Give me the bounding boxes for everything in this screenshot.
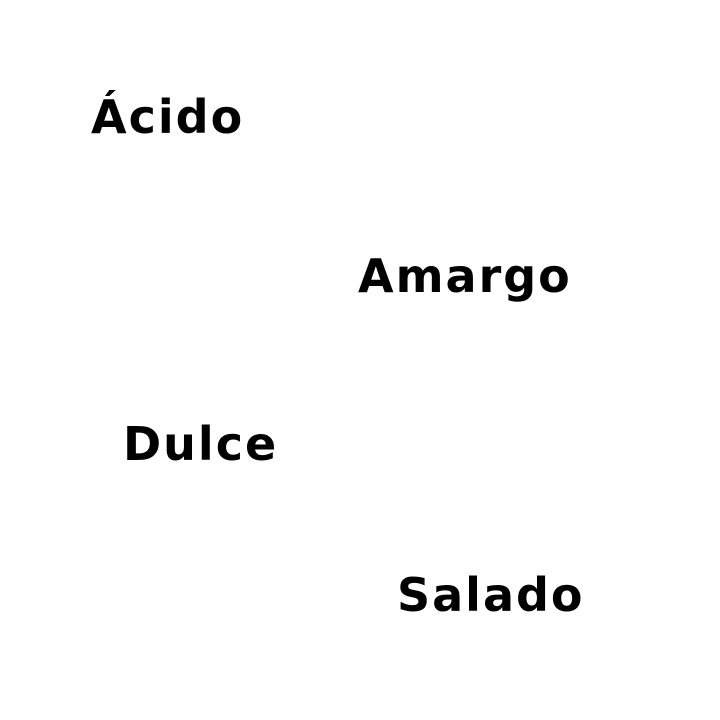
word-acido: Ácido [91, 90, 245, 144]
word-dulce: Dulce [123, 417, 279, 471]
word-salado: Salado [397, 568, 585, 622]
word-amargo: Amargo [358, 249, 572, 303]
